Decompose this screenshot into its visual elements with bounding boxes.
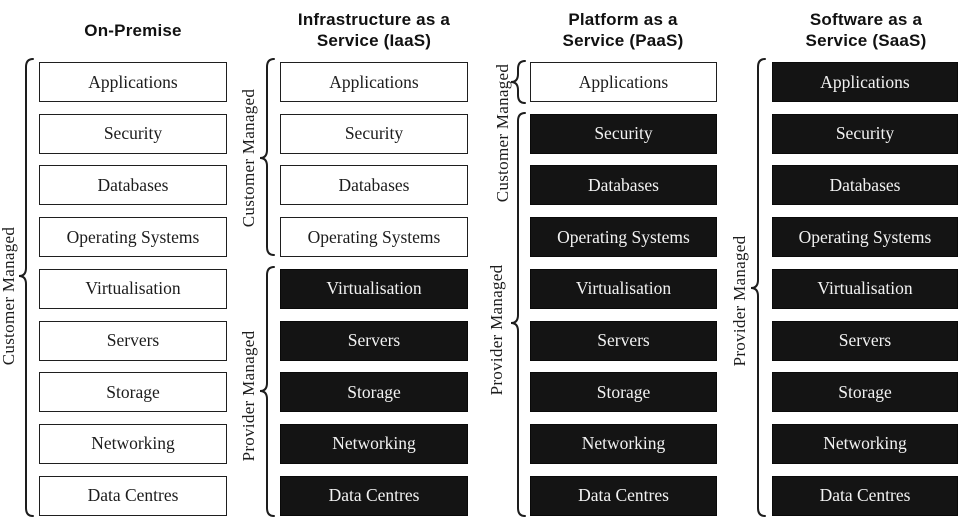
layer-box-label: Virtualisation: [817, 278, 913, 299]
layer-box-iaas-applications: Applications: [280, 62, 468, 102]
layer-box-on-premise-security: Security: [39, 113, 227, 154]
layer-box-iaas-networking: Networking: [280, 423, 468, 464]
title-line: Service (PaaS): [562, 31, 684, 50]
layer-box-iaas-databases: Databases: [280, 165, 468, 206]
layer-box-paas-data-centres: Data Centres: [530, 475, 717, 516]
layer-box-label: Servers: [838, 330, 892, 350]
layer-box-label: Virtualisation: [326, 278, 422, 299]
title-line: On-Premise: [84, 20, 182, 40]
column-title-paas: Platform as a Service (PaaS): [523, 6, 723, 54]
layer-box-label: Databases: [829, 174, 901, 195]
layer-box-label: Applications: [820, 71, 910, 92]
column-title-saas: Software as a Service (SaaS): [766, 6, 960, 54]
layer-box-label: Servers: [347, 330, 401, 350]
title-line: Platform as a: [568, 10, 678, 29]
layer-box-label: Data Centres: [578, 485, 669, 506]
title-line: Service (IaaS): [316, 31, 432, 50]
column-title-on-premise: On-Premise: [33, 6, 233, 54]
layer-box-on-premise-servers: Servers: [39, 320, 227, 361]
layer-box-on-premise-data-centres: Data Centres: [39, 475, 227, 516]
column-title-iaas: Infrastructure as a Service (IaaS): [274, 6, 474, 54]
layer-box-saas-data-centres: Data Centres: [772, 475, 958, 516]
layer-box-paas-operating-systems: Operating Systems: [530, 217, 717, 258]
layer-box-saas-storage: Storage: [772, 372, 958, 413]
layer-box-paas-security: Security: [530, 113, 717, 154]
layer-box-paas-storage: Storage: [530, 372, 717, 413]
layer-box-iaas-security: Security: [280, 113, 468, 154]
layer-box-label: Data Centres: [819, 485, 911, 506]
brace-iaas-customer-managed: [259, 58, 275, 256]
layer-box-paas-networking: Networking: [530, 423, 717, 464]
brace-iaas-provider-managed: [259, 266, 275, 517]
layer-box-label: Applications: [329, 71, 419, 92]
layer-box-label: Security: [344, 123, 404, 144]
layer-box-paas-servers: Servers: [530, 320, 717, 361]
brace-on-premise-customer-managed: [18, 58, 34, 517]
brace-saas-provider-managed: [750, 58, 766, 517]
layer-box-label: Virtualisation: [85, 278, 181, 299]
layer-box-label: Databases: [588, 174, 659, 195]
layer-box-paas-virtualisation: Virtualisation: [530, 268, 717, 309]
layer-box-on-premise-operating-systems: Operating Systems: [39, 217, 227, 258]
layer-box-label: Storage: [596, 381, 651, 402]
layer-box-label: Networking: [581, 433, 666, 454]
layer-box-saas-virtualisation: Virtualisation: [772, 268, 958, 309]
layer-box-on-premise-applications: Applications: [39, 62, 227, 102]
layer-box-label: Security: [594, 123, 653, 144]
layer-box-label: Applications: [88, 71, 178, 92]
brace-label-paas-provider-managed: Provider Managed: [487, 264, 506, 396]
brace-label-iaas-customer-managed: Customer Managed: [239, 88, 258, 228]
layer-box-label: Virtualisation: [575, 278, 672, 299]
layer-box-iaas-servers: Servers: [280, 320, 468, 361]
layer-box-label: Storage: [106, 381, 160, 402]
layer-box-on-premise-storage: Storage: [39, 372, 227, 413]
layer-box-label: Networking: [823, 433, 907, 454]
layer-box-label: Networking: [332, 433, 416, 454]
layer-box-iaas-data-centres: Data Centres: [280, 475, 468, 516]
title-line: Service (SaaS): [805, 31, 927, 50]
layer-box-label: Data Centres: [87, 485, 179, 506]
brace-paas-provider-managed: [510, 112, 526, 517]
layer-box-iaas-virtualisation: Virtualisation: [280, 268, 468, 309]
layer-box-label: Databases: [338, 174, 410, 195]
layer-box-saas-security: Security: [772, 113, 958, 154]
brace-label-saas-provider-managed: Provider Managed: [730, 235, 749, 367]
layer-box-label: Servers: [597, 330, 650, 350]
layer-box-label: Security: [103, 123, 163, 144]
layer-box-saas-servers: Servers: [772, 320, 958, 361]
layer-box-label: Data Centres: [328, 485, 420, 506]
layer-box-label: Operating Systems: [66, 226, 200, 247]
layer-box-label: Networking: [91, 433, 175, 454]
layer-box-paas-applications: Applications: [530, 62, 717, 102]
layer-box-label: Operating Systems: [557, 226, 690, 247]
layer-box-label: Servers: [106, 330, 160, 350]
layer-box-label: Operating Systems: [307, 226, 441, 247]
layer-box-saas-operating-systems: Operating Systems: [772, 217, 958, 258]
layer-box-saas-networking: Networking: [772, 423, 958, 464]
title-line: Infrastructure as a: [297, 10, 451, 29]
layer-box-on-premise-virtualisation: Virtualisation: [39, 268, 227, 309]
layer-box-saas-applications: Applications: [772, 62, 958, 102]
brace-label-on-premise-customer-managed: Customer Managed: [0, 226, 18, 366]
layer-box-iaas-operating-systems: Operating Systems: [280, 217, 468, 258]
layer-box-on-premise-databases: Databases: [39, 165, 227, 206]
layer-box-label: Storage: [838, 381, 892, 402]
layer-box-iaas-storage: Storage: [280, 372, 468, 413]
layer-box-saas-databases: Databases: [772, 165, 958, 206]
title-line: Software as a: [809, 10, 923, 29]
brace-paas-customer-managed: [510, 60, 526, 104]
layer-box-label: Storage: [347, 381, 401, 402]
layer-box-label: Applications: [578, 71, 669, 92]
layer-box-label: Databases: [97, 174, 169, 195]
layer-box-on-premise-networking: Networking: [39, 423, 227, 464]
layer-box-label: Security: [835, 123, 895, 144]
brace-label-iaas-provider-managed: Provider Managed: [239, 330, 258, 462]
layer-box-paas-databases: Databases: [530, 165, 717, 206]
layer-box-label: Operating Systems: [798, 226, 932, 247]
